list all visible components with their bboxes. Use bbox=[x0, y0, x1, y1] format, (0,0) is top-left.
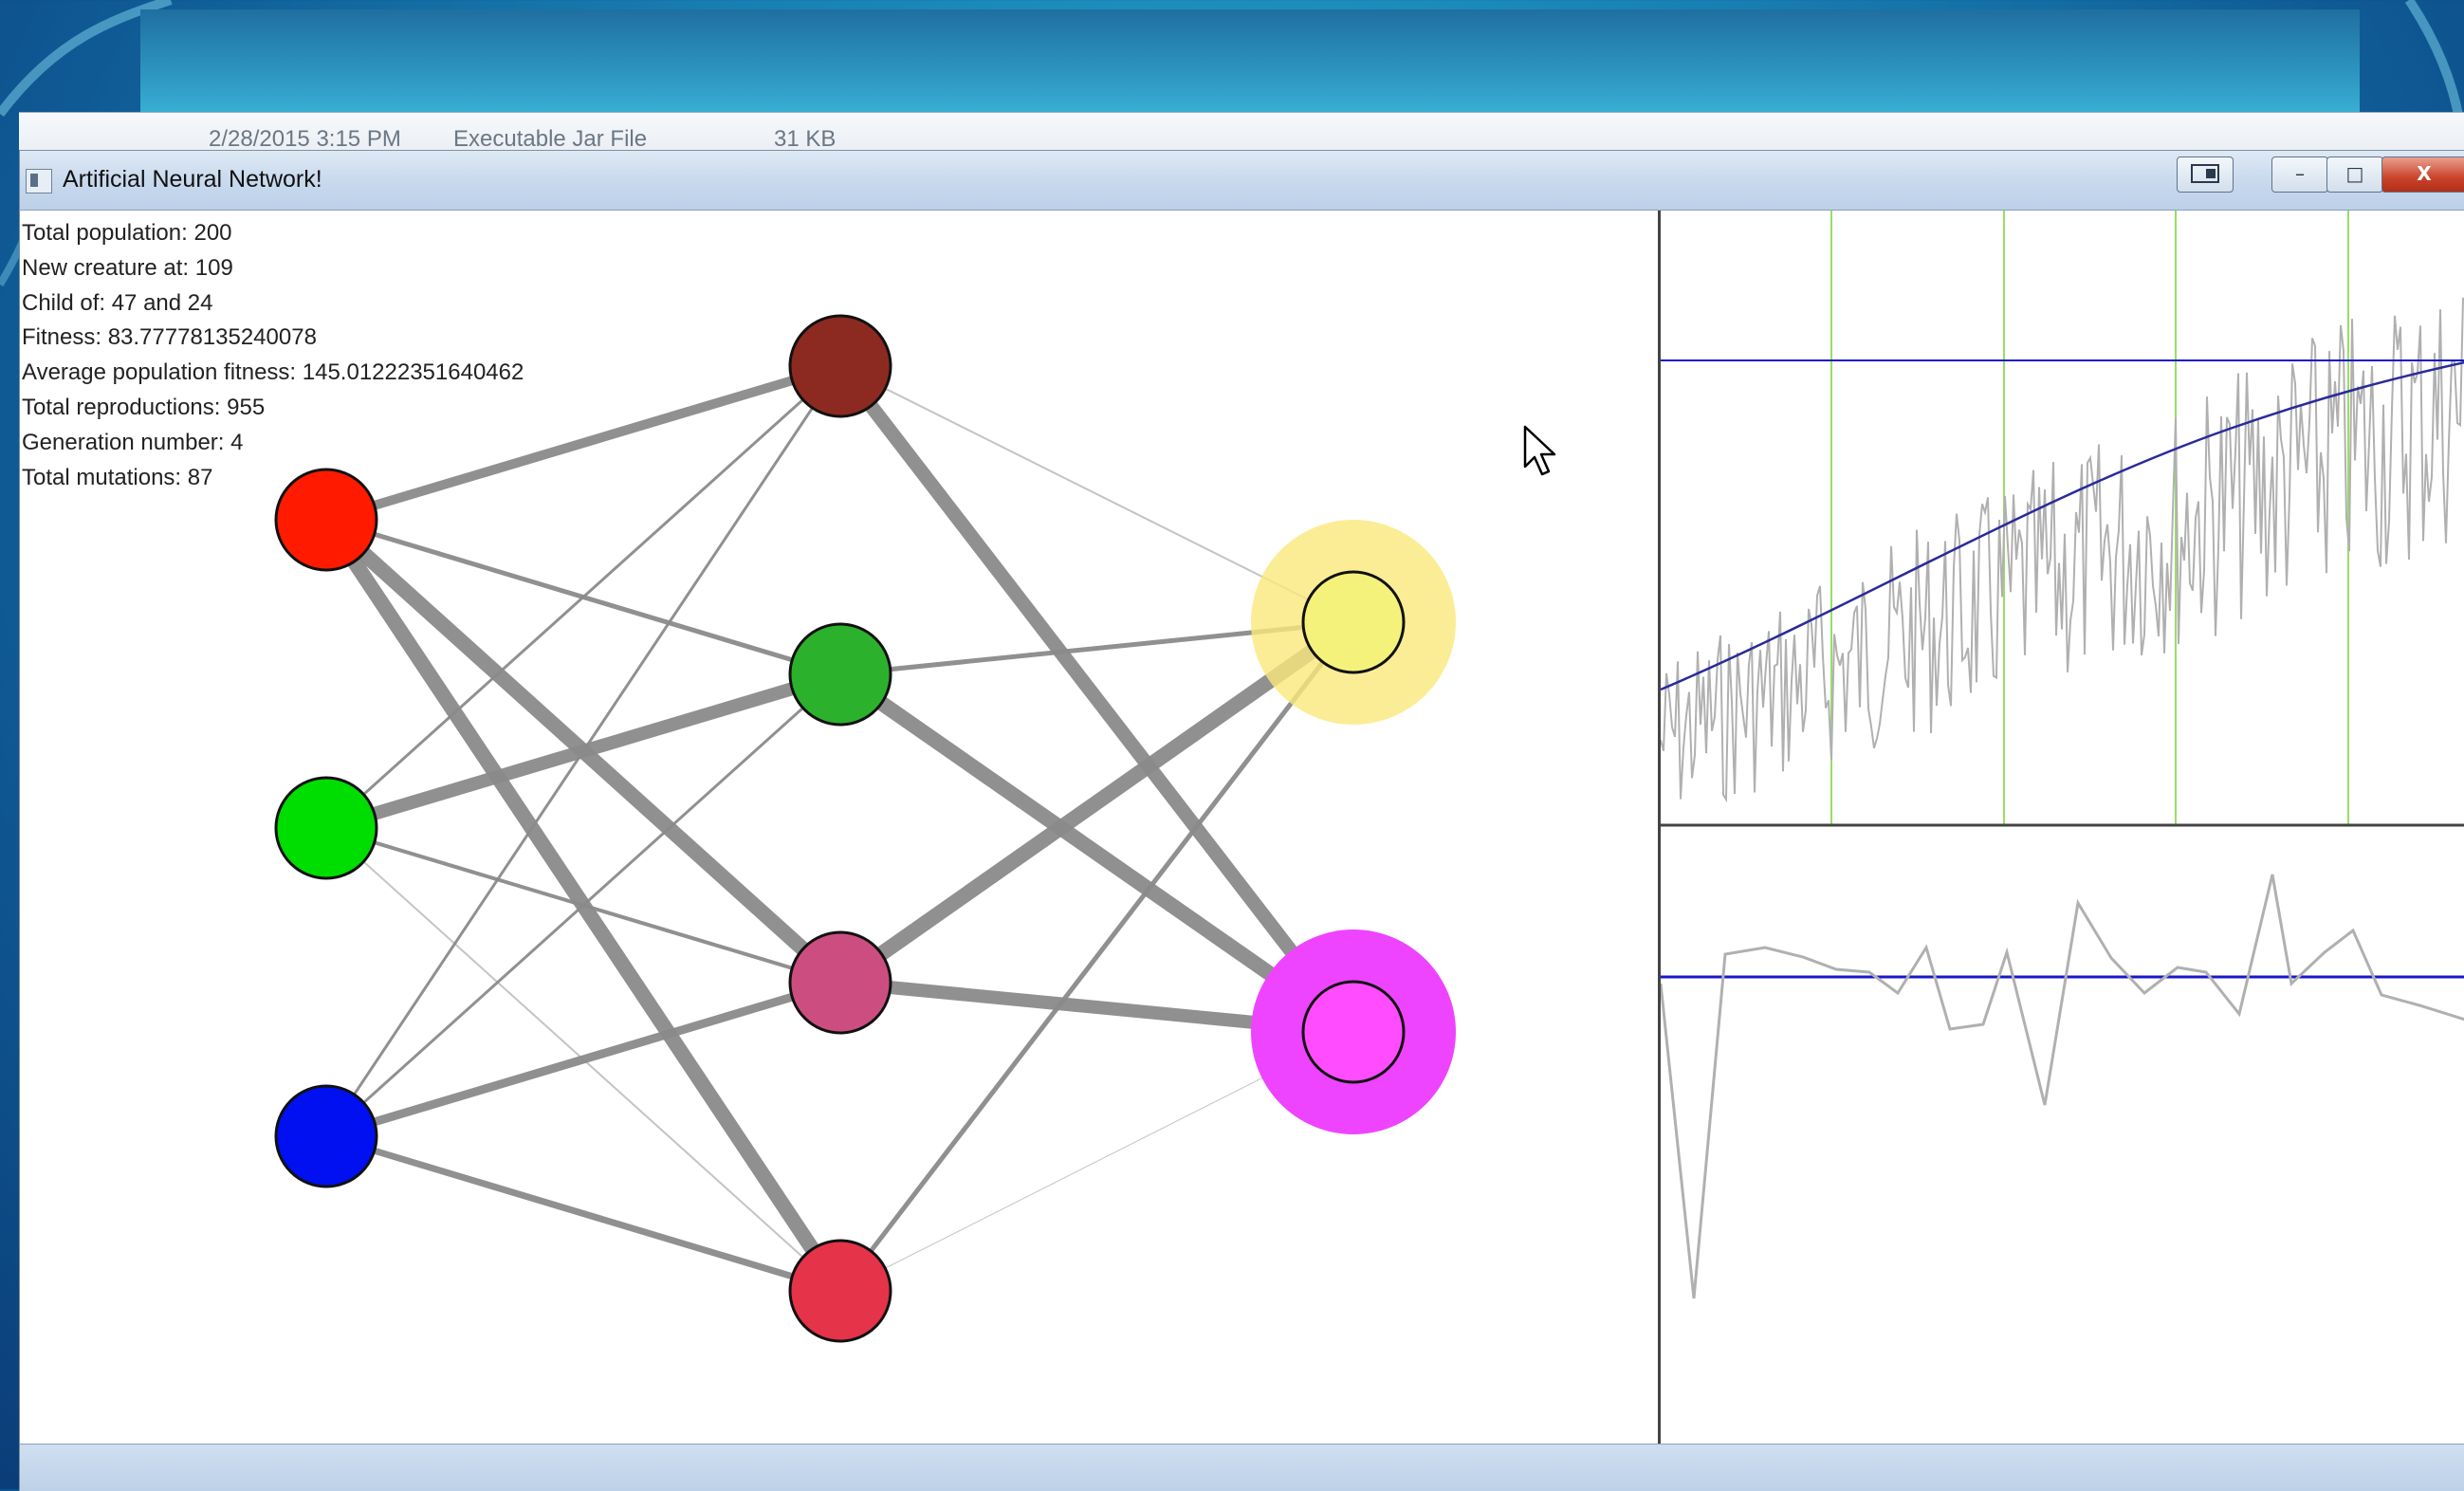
stat-total-reproductions: Total reproductions: 955 bbox=[22, 394, 266, 420]
connection-i0-h0 bbox=[324, 361, 842, 525]
connection-i2-h3 bbox=[324, 1132, 842, 1295]
maximize-button[interactable]: □ bbox=[2326, 156, 2383, 193]
connection-i2-h2 bbox=[324, 978, 842, 1141]
stat-average-fitness: Average population fitness: 145.01222351… bbox=[22, 359, 524, 386]
app-window: Artificial Neural Network! – □ X Total p… bbox=[19, 150, 2464, 1491]
output-node-out-magenta bbox=[1301, 980, 1406, 1084]
hidden-node-h4 bbox=[788, 1239, 892, 1343]
stats-panel: Total population: 200 New creature at: 1… bbox=[22, 216, 524, 495]
snap-icon bbox=[2191, 164, 2219, 183]
stat-total-population: Total population: 200 bbox=[22, 220, 232, 246]
connection-h0-o1 bbox=[835, 361, 1359, 1037]
minimize-button[interactable]: – bbox=[2271, 156, 2328, 193]
stat-fitness: Fitness: 83.77778135240078 bbox=[22, 324, 317, 351]
close-button[interactable]: X bbox=[2381, 156, 2464, 193]
input-node-in-green bbox=[274, 776, 378, 880]
window-app-icon[interactable] bbox=[26, 169, 52, 193]
connection-h1-o1 bbox=[836, 668, 1358, 1039]
stat-new-creature: New creature at: 109 bbox=[22, 254, 233, 281]
fitness-delta-series bbox=[1661, 874, 2464, 1299]
stat-child-of: Child of: 47 and 24 bbox=[22, 289, 213, 316]
snap-button[interactable] bbox=[2177, 156, 2234, 193]
connection-i2-h1 bbox=[324, 672, 842, 1138]
connection-i2-h0 bbox=[324, 365, 842, 1137]
input-node-in-blue bbox=[274, 1084, 378, 1188]
window-title: Artificial Neural Network! bbox=[63, 166, 322, 193]
simulation-canvas: Total population: 200 New creature at: 1… bbox=[20, 211, 2464, 1444]
neural-network-diagram bbox=[274, 314, 1456, 1343]
connection-h3-o0 bbox=[838, 620, 1355, 1293]
connection-h2-o0 bbox=[836, 616, 1358, 989]
hidden-node-h3 bbox=[788, 930, 892, 1035]
wallpaper-banner bbox=[140, 9, 2360, 116]
stat-total-mutations: Total mutations: 87 bbox=[22, 464, 213, 490]
fitness-series bbox=[1661, 297, 2464, 803]
input-node-in-red bbox=[274, 468, 378, 572]
file-date: 2/28/2015 3:15 PM bbox=[209, 126, 401, 152]
output-node-out-yellow bbox=[1301, 570, 1406, 674]
explorer-file-row[interactable]: 2/28/2015 3:15 PM Executable Jar File 31… bbox=[19, 112, 2464, 155]
hidden-node-h1 bbox=[788, 314, 892, 418]
minimize-icon: – bbox=[2295, 162, 2305, 185]
file-size: 31 KB bbox=[774, 126, 837, 152]
average-fitness-series bbox=[1661, 360, 2464, 691]
mouse-cursor-icon bbox=[1523, 425, 1556, 476]
status-bar bbox=[20, 1444, 2464, 1491]
title-bar[interactable]: Artificial Neural Network! – □ X bbox=[20, 151, 2464, 211]
close-icon: X bbox=[2417, 162, 2432, 185]
maximize-icon: □ bbox=[2345, 162, 2364, 185]
stat-generation-number: Generation number: 4 bbox=[22, 429, 244, 455]
file-type: Executable Jar File bbox=[453, 126, 648, 152]
hidden-node-h2 bbox=[788, 622, 892, 727]
fitness-charts bbox=[1661, 211, 2464, 1299]
connection-i1-h0 bbox=[324, 364, 842, 830]
panel-divider bbox=[1658, 211, 1661, 1444]
